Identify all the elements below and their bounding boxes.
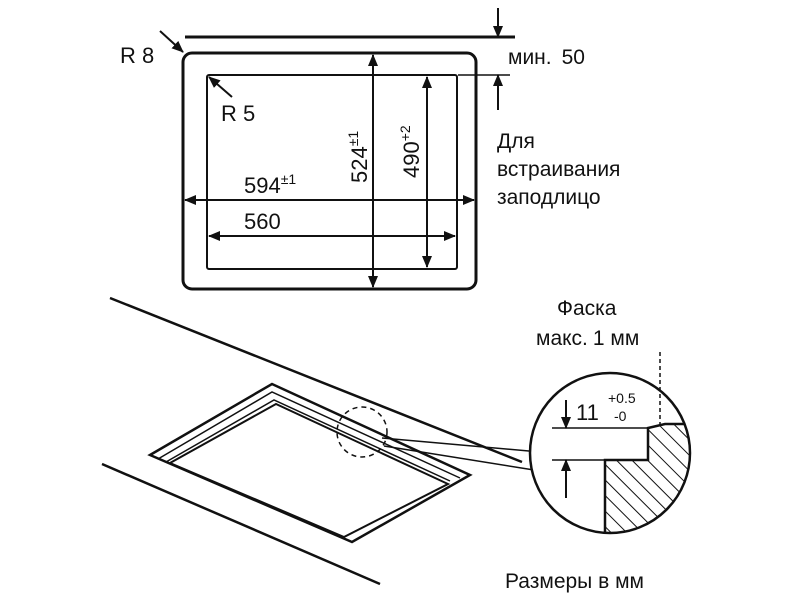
r5-leader-arrow (208, 76, 233, 98)
depth-outer-value: 524 (347, 146, 372, 183)
r5-label: R 5 (221, 101, 255, 126)
countertop-back-edge (109, 296, 523, 464)
recess-tolerance-minus: -0 (614, 408, 627, 424)
edge-detail: 11 +0.5 -0 (528, 352, 692, 535)
depth-inner-tolerance: +2 (397, 125, 413, 141)
min-distance-prefix: мин. (508, 46, 552, 69)
flush-note-line3: заподлицо (497, 186, 601, 209)
depth-inner-value: 490 (399, 141, 424, 178)
width-outer-label: 594±1 (244, 171, 296, 198)
units-note: Размеры в мм (505, 570, 644, 593)
depth-inner-label: 490+2 (397, 125, 424, 178)
outer-cutout-outline (181, 51, 478, 291)
width-outer-value: 594 (244, 173, 281, 198)
flush-note-line1: Для (497, 130, 535, 153)
inner-cutout-outline (206, 74, 458, 270)
recess-tolerance-plus: +0.5 (608, 390, 636, 406)
chamfer-label-line1: Фаска (557, 297, 617, 320)
detail-connector-line1 (381, 437, 541, 453)
chamfer-label-prefix: макс. (536, 327, 588, 350)
detail-connector-line2 (383, 445, 535, 471)
depth-outer-tolerance: ±1 (345, 131, 361, 147)
top-view: R 8 R 5 мин.50 594±1 560 524±1 490+2 (120, 8, 620, 291)
width-outer-tolerance: ±1 (281, 171, 297, 187)
cutout-inner-opening (167, 402, 451, 539)
width-inner-label: 560 (244, 209, 281, 234)
min-distance-value: 50 (562, 46, 585, 69)
cutout-rebate-line2 (165, 399, 451, 482)
detail-callout-circle (336, 406, 388, 458)
perspective-view (101, 296, 541, 586)
recess-value: 11 (576, 400, 599, 425)
countertop-front-edge (101, 462, 381, 586)
flush-note-line2: встраивания (497, 158, 620, 181)
cutout-frame-outer (147, 382, 473, 544)
r8-label: R 8 (120, 43, 154, 68)
chamfer-label-value: 1 мм (593, 327, 639, 350)
cutout-rebate-line1 (157, 391, 461, 479)
r8-leader-arrow (159, 30, 184, 53)
chamfer-label-line2: макс.1 мм (536, 327, 639, 350)
depth-outer-label: 524±1 (345, 131, 372, 183)
min-distance-label: мин. 50 (508, 46, 585, 69)
